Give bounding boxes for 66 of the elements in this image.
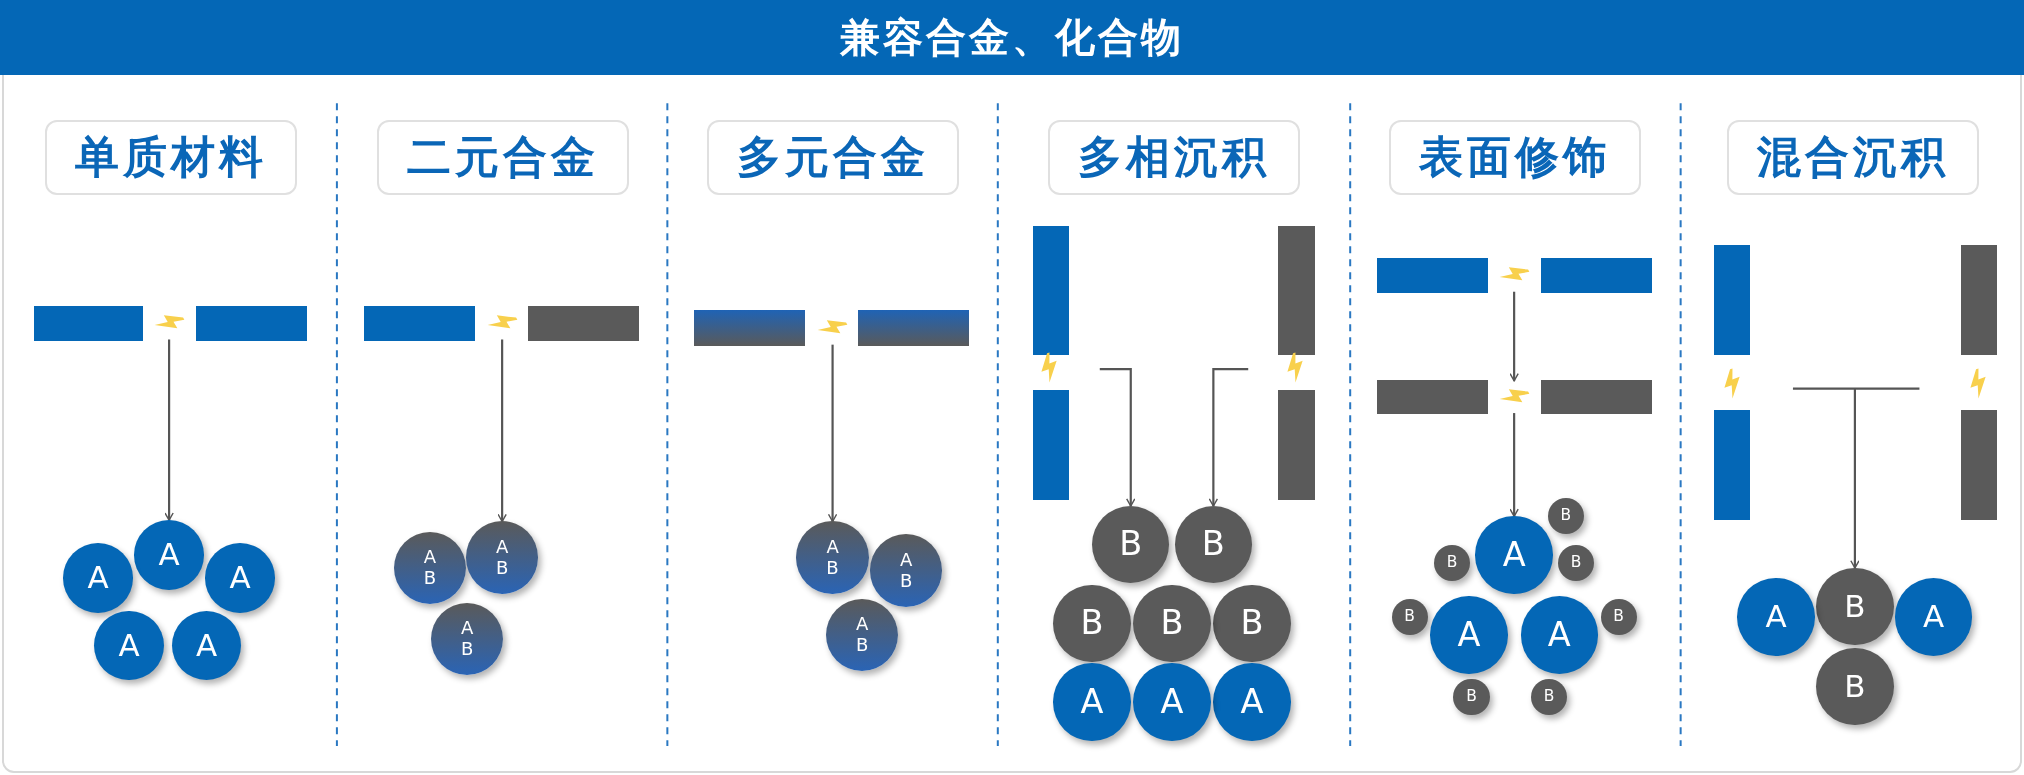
title-banner: 兼容合金、化合物 bbox=[0, 0, 2024, 75]
particle: B bbox=[1558, 544, 1595, 581]
panel-title: 二元合金 bbox=[376, 120, 629, 195]
particle: A bbox=[1430, 596, 1508, 674]
target-bar bbox=[1541, 379, 1653, 415]
panel-title: 多元合金 bbox=[707, 120, 960, 195]
particle: B bbox=[1530, 678, 1568, 716]
particle: B bbox=[1816, 648, 1894, 726]
arrow bbox=[1208, 368, 1249, 507]
particle: A bbox=[1133, 663, 1211, 741]
particle: A bbox=[205, 543, 275, 614]
arrow bbox=[1509, 291, 1519, 382]
target-bar bbox=[33, 305, 144, 341]
particle: A bbox=[1213, 663, 1291, 741]
particle: A B bbox=[393, 531, 466, 605]
target-bar bbox=[1377, 379, 1489, 415]
target-bar bbox=[1541, 258, 1653, 293]
particle: A B bbox=[466, 521, 539, 594]
particle: A B bbox=[870, 534, 943, 607]
target-bar bbox=[1714, 245, 1751, 355]
particle: A bbox=[1520, 596, 1598, 674]
target-bar bbox=[1377, 258, 1489, 293]
particle: A B bbox=[826, 598, 899, 672]
particle: B bbox=[1053, 584, 1131, 663]
target-bar bbox=[364, 305, 475, 341]
particle: A bbox=[134, 520, 204, 590]
target-bar bbox=[1277, 389, 1316, 500]
particle: B bbox=[1092, 506, 1170, 584]
particle: B bbox=[1600, 598, 1637, 636]
particle: A bbox=[1737, 578, 1815, 656]
arrow bbox=[1509, 413, 1519, 518]
target-bar bbox=[1032, 389, 1069, 500]
particle: B bbox=[1547, 498, 1584, 535]
panel-title: 表面修饰 bbox=[1388, 120, 1641, 195]
panel-title: 混合沉积 bbox=[1727, 120, 1979, 195]
panel-title: 多相沉积 bbox=[1048, 120, 1300, 195]
particle: B bbox=[1434, 544, 1471, 581]
panel-title: 单质材料 bbox=[45, 120, 297, 195]
target-bar bbox=[527, 305, 639, 341]
particle: A bbox=[1894, 578, 1973, 656]
target-bar bbox=[1714, 410, 1751, 521]
arrow bbox=[827, 344, 838, 523]
target-bar bbox=[1032, 225, 1069, 355]
target-bar bbox=[196, 305, 308, 341]
particle: A B bbox=[431, 602, 504, 676]
particle: A bbox=[94, 610, 164, 681]
particle: A bbox=[1475, 516, 1553, 594]
particle: B bbox=[1174, 506, 1253, 584]
target-bar bbox=[1960, 245, 1997, 355]
arrow bbox=[1791, 387, 1921, 570]
particle: A bbox=[63, 543, 133, 614]
particle: B bbox=[1133, 584, 1211, 663]
target-bar bbox=[858, 309, 970, 346]
particle: B bbox=[1213, 584, 1291, 663]
target-bar bbox=[1277, 225, 1316, 355]
arrow bbox=[164, 339, 174, 521]
arrow bbox=[497, 339, 507, 523]
target-bar bbox=[1960, 410, 1997, 521]
particle: A B bbox=[796, 521, 869, 594]
particle: A bbox=[171, 610, 242, 681]
particle: B bbox=[1816, 567, 1894, 646]
target-bar bbox=[694, 309, 806, 346]
arrow bbox=[1099, 368, 1136, 507]
particle: A bbox=[1053, 663, 1131, 741]
particle: B bbox=[1391, 598, 1428, 636]
particle: B bbox=[1453, 678, 1490, 716]
